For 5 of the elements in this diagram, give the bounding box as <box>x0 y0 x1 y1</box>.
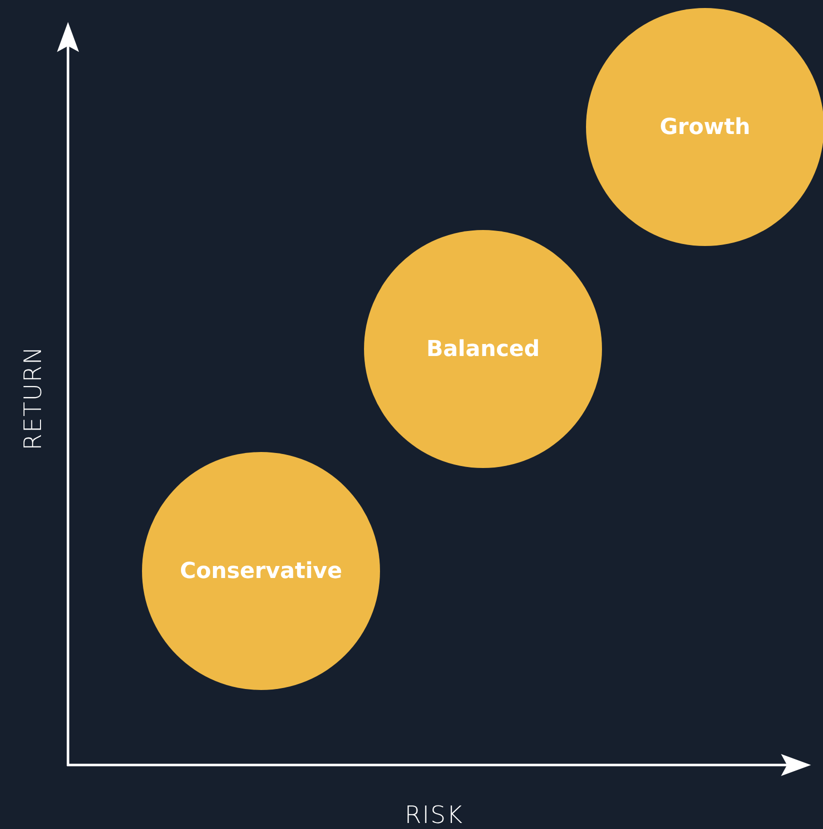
y-axis-title: RETURN <box>19 346 47 450</box>
node-label: Conservative <box>180 558 342 584</box>
node-label: Balanced <box>426 336 540 362</box>
node-label: Growth <box>660 114 750 140</box>
x-axis-title: RISK <box>404 801 464 829</box>
